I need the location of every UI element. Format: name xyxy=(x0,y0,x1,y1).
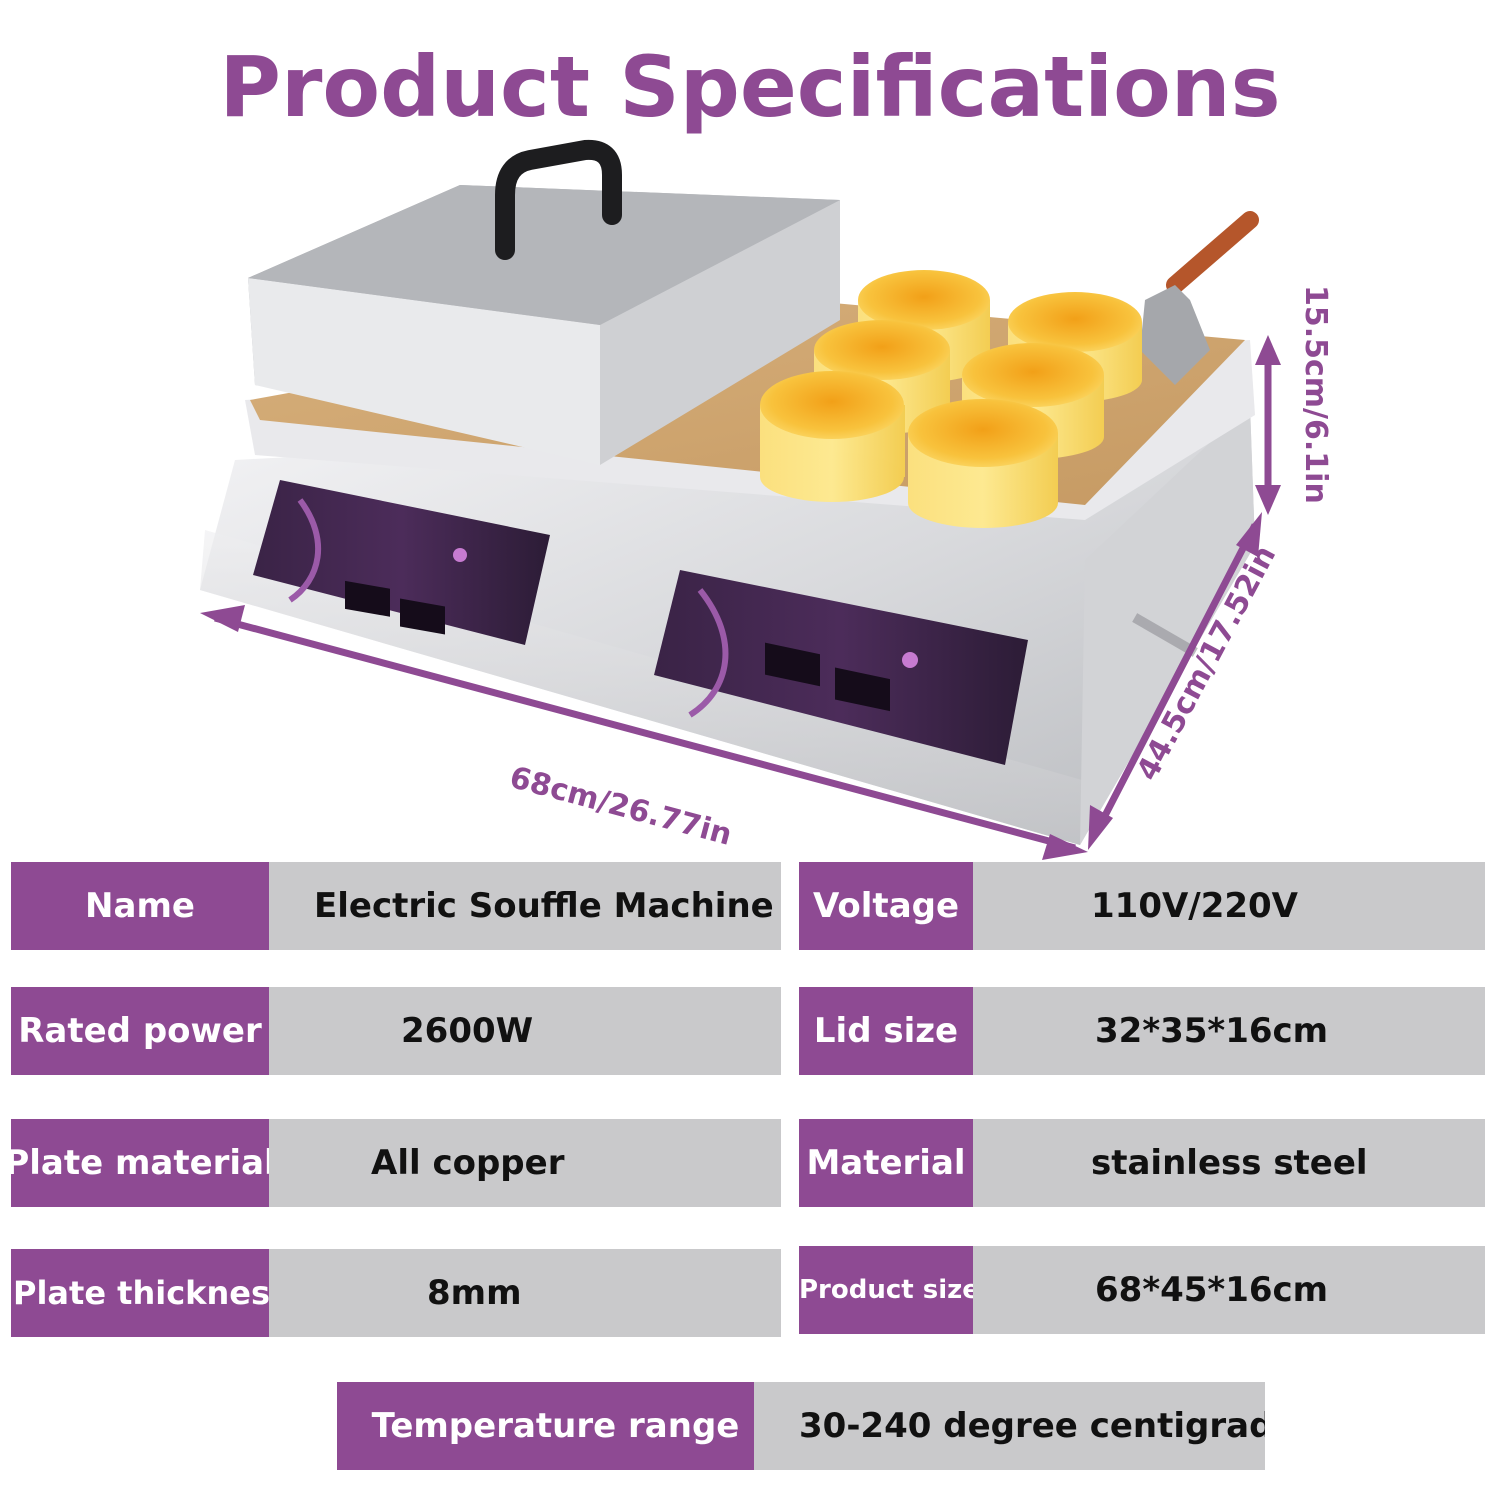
height-dimension-arrow xyxy=(1255,335,1281,515)
spec-value: stainless steel xyxy=(973,1119,1485,1207)
spec-value: 8mm xyxy=(269,1249,781,1337)
spec-label: Plate material xyxy=(11,1119,269,1207)
spec-row-lid-size: Lid size 32*35*16cm xyxy=(799,987,1485,1075)
spec-label: Voltage xyxy=(799,862,973,950)
spec-label: Material xyxy=(799,1119,973,1207)
spec-value: 32*35*16cm xyxy=(973,987,1485,1075)
width-dimension-arrow xyxy=(200,605,1088,860)
spatula xyxy=(1140,211,1259,385)
spec-row-product-size: Product size 68*45*16cm xyxy=(799,1246,1485,1334)
spec-value: 68*45*16cm xyxy=(973,1246,1485,1334)
spec-label: Temperature range xyxy=(337,1382,754,1470)
spec-value: 110V/220V xyxy=(973,862,1485,950)
spec-value: Electric Souffle Machine xyxy=(269,862,781,950)
spec-row-plate-thickness: Plate thickness 8mm xyxy=(11,1249,781,1337)
souffle-cakes xyxy=(760,270,1142,528)
spec-label: Lid size xyxy=(799,987,973,1075)
spec-row-voltage: Voltage 110V/220V xyxy=(799,862,1485,950)
spec-row-plate-material: Plate material All copper xyxy=(11,1119,781,1207)
depth-dimension-arrow xyxy=(1088,512,1262,850)
spec-row-temperature-range: Temperature range 30-240 degree centigra… xyxy=(337,1382,1265,1470)
control-panel-right xyxy=(654,570,1028,765)
spec-value: 2600W xyxy=(269,987,781,1075)
spec-label: Product size xyxy=(799,1246,973,1334)
spec-row-material: Material stainless steel xyxy=(799,1119,1485,1207)
spec-value: 30-240 degree centigrade xyxy=(754,1382,1265,1470)
spec-value: All copper xyxy=(269,1119,781,1207)
control-panel-left xyxy=(253,480,550,645)
page-title: Product Specifications xyxy=(219,38,1281,136)
souffle-machine-illustration xyxy=(200,139,1281,860)
spec-label: Name xyxy=(11,862,269,950)
spec-row-rated-power: Rated power 2600W xyxy=(11,987,781,1075)
spec-row-name: Name Electric Souffle Machine xyxy=(11,862,781,950)
lid xyxy=(248,139,840,465)
spec-label: Rated power xyxy=(11,987,269,1075)
spec-label: Plate thickness xyxy=(11,1249,269,1337)
height-dimension-label: 15.5cm/6.1in xyxy=(1298,285,1333,504)
